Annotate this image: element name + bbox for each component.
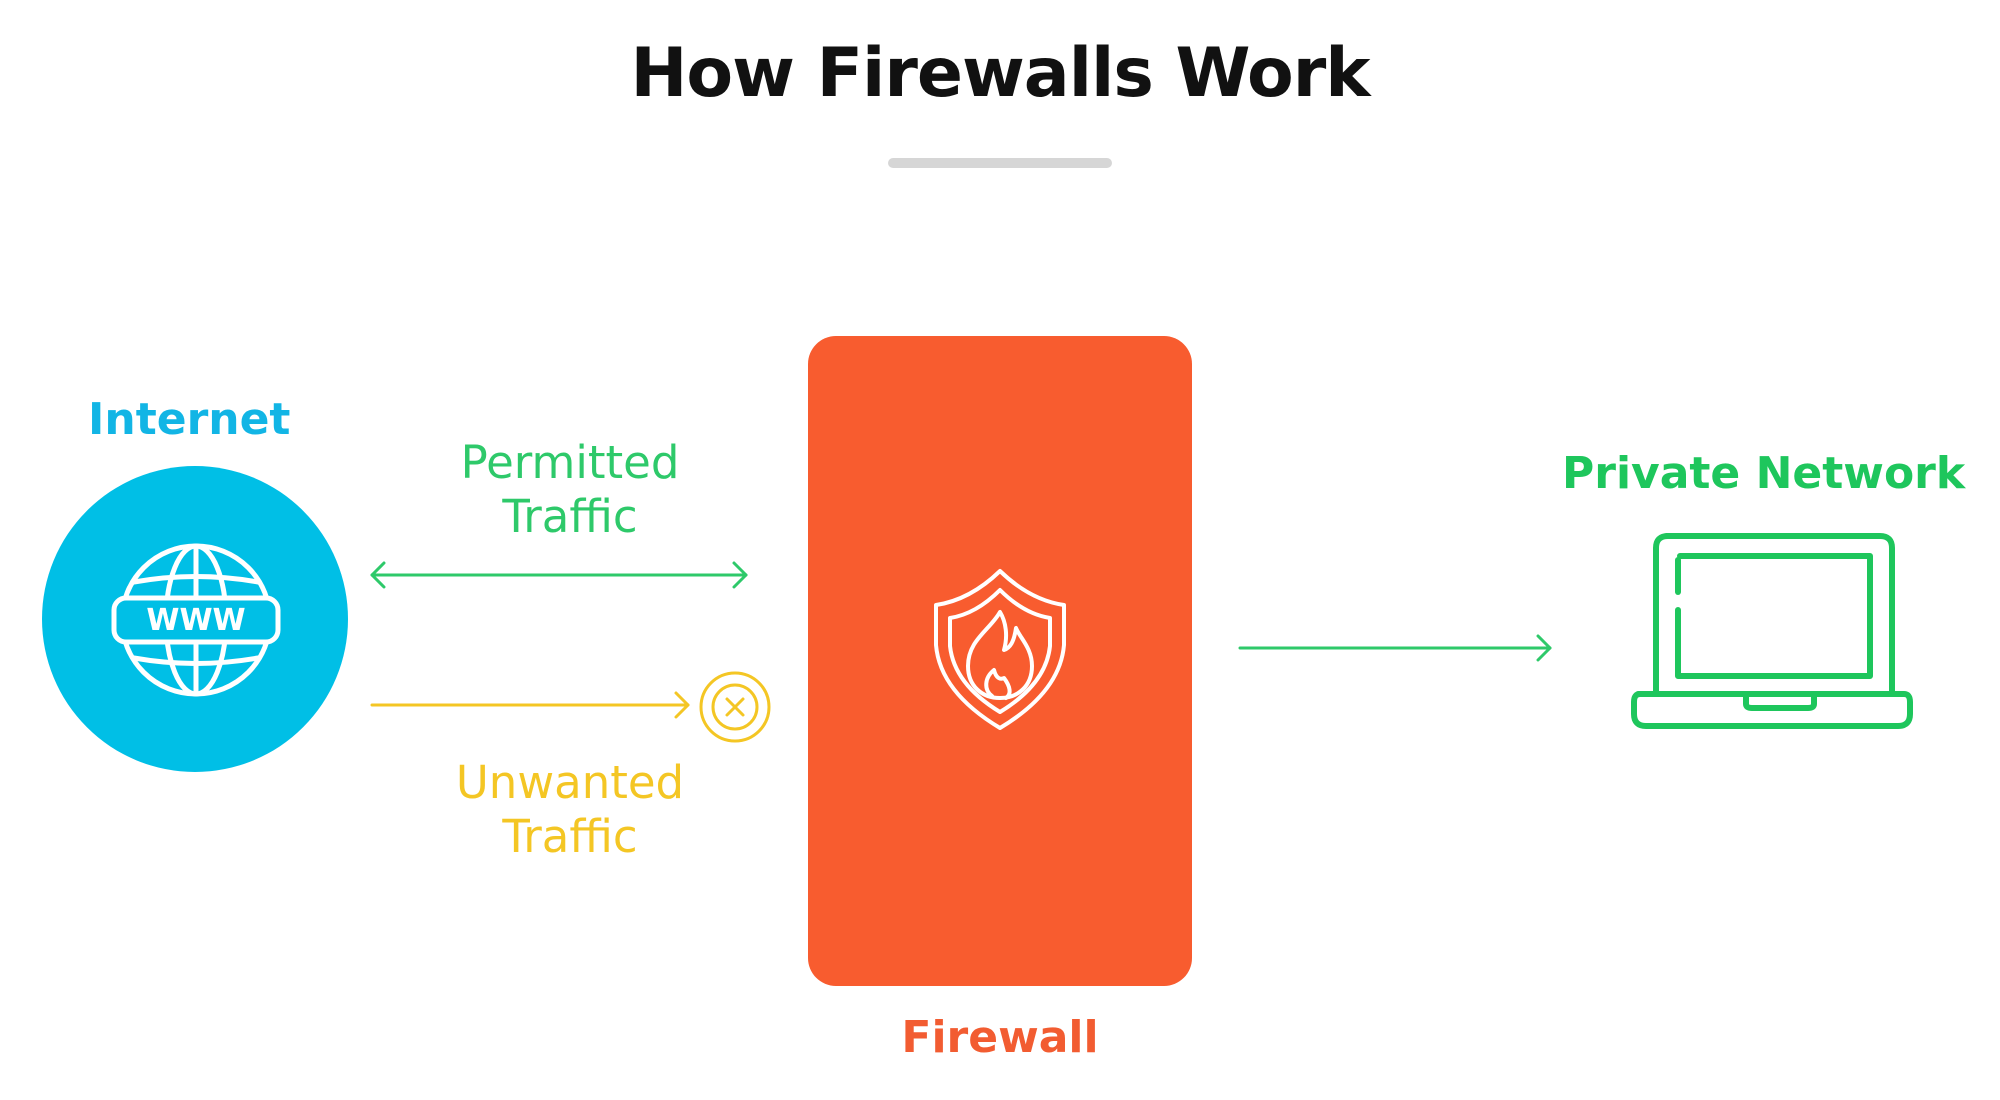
fire-shield-icon	[934, 569, 1066, 730]
title-underline	[888, 158, 1112, 168]
permitted-traffic-line2: Traffic	[502, 490, 638, 543]
unwanted-traffic-line1: Unwanted	[455, 756, 685, 809]
double-headed-arrow-icon	[370, 561, 748, 589]
blocked-x-icon	[699, 671, 771, 743]
unwanted-traffic-line2: Traffic	[502, 810, 638, 863]
firewall-node	[808, 336, 1192, 986]
outbound-arrow-icon	[1238, 634, 1552, 662]
www-text: WWW	[146, 603, 245, 638]
laptop-icon	[1631, 533, 1913, 729]
firewall-label: Firewall	[901, 1012, 1099, 1063]
permitted-traffic-label: Permitted Traffic	[410, 436, 730, 544]
permitted-traffic-line1: Permitted	[460, 436, 680, 489]
unwanted-traffic-label: Unwanted Traffic	[410, 756, 730, 864]
page-title: How Firewalls Work	[630, 34, 1370, 113]
private-network-label: Private Network	[1562, 448, 1966, 499]
unwanted-arrow-icon	[370, 691, 690, 719]
internet-label: Internet	[88, 394, 291, 445]
globe-www-icon: WWW	[111, 543, 281, 697]
